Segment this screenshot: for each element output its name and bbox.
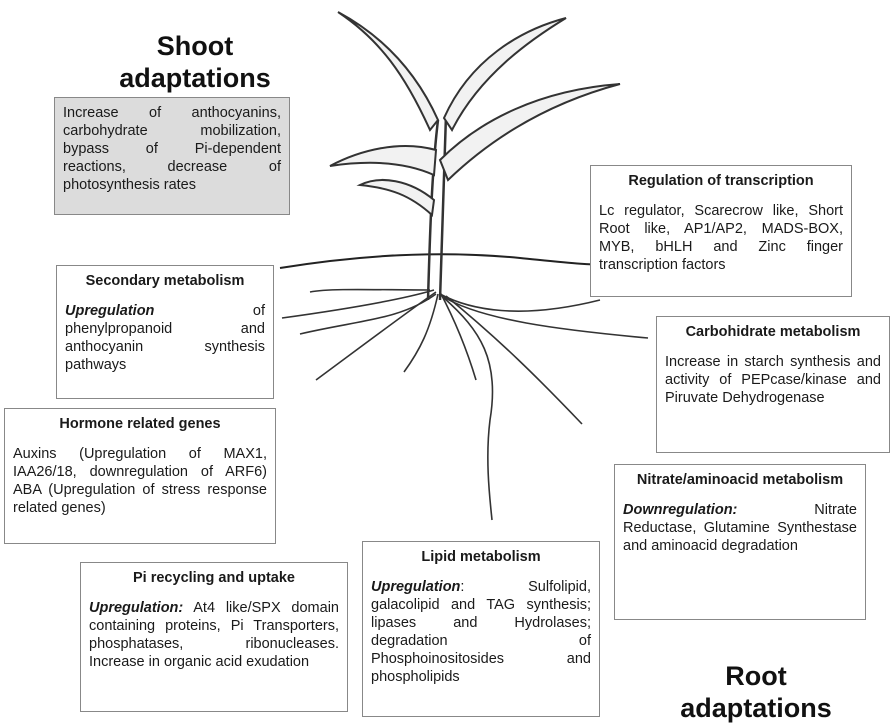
lipid-metabolism-title: Lipid metabolism xyxy=(371,548,591,566)
secondary-metabolism-title: Secondary metabolism xyxy=(65,272,265,290)
nitrate-metabolism-body: Downregulation: Nitrate Reductase, Gluta… xyxy=(623,501,857,555)
shoot-adaptations-box: Increase of anthocyanins, carbohydrate m… xyxy=(54,97,290,215)
hormone-body: Auxins (Upregulation of MAX1, IAA26/18, … xyxy=(13,445,267,517)
roots xyxy=(282,290,648,521)
shoot-heading-line1: Shoot xyxy=(110,30,280,62)
secondary-metabolism-body: Upregulation of phenylpropanoid and anth… xyxy=(65,302,265,374)
root-heading-line2: adaptations xyxy=(656,692,856,724)
lipid-metabolism-body: Upregulation: Sulfolipid, galacolipid an… xyxy=(371,578,591,686)
secondary-metabolism-box: Secondary metabolism Upregulation of phe… xyxy=(56,265,274,399)
hormone-box: Hormone related genes Auxins (Upregulati… xyxy=(4,408,276,544)
pi-emphasis: Upregulation: xyxy=(89,600,183,616)
lipid-metabolism-box: Lipid metabolism Upregulation: Sulfolipi… xyxy=(362,541,600,717)
nitrate-emphasis: Downregulation: xyxy=(623,502,737,518)
shoot-heading-line2: adaptations xyxy=(110,62,280,94)
transcription-body: Lc regulator, Scarecrow like, Short Root… xyxy=(599,202,843,274)
shoot-adaptations-text: Increase of anthocyanins, carbohydrate m… xyxy=(63,104,281,194)
pi-recycling-body: Upregulation: At4 like/SPX domain contai… xyxy=(89,599,339,671)
shoot-heading: Shoot adaptations xyxy=(110,30,280,94)
transcription-box: Regulation of transcription Lc regulator… xyxy=(590,165,852,297)
carbohydrate-metabolism-box: Carbohidrate metabolism Increase in star… xyxy=(656,316,890,453)
lipid-emphasis: Upregulation xyxy=(371,579,460,595)
nitrate-metabolism-box: Nitrate/aminoacid metabolism Downregulat… xyxy=(614,464,866,620)
nitrate-metabolism-title: Nitrate/aminoacid metabolism xyxy=(623,471,857,489)
pi-recycling-title: Pi recycling and uptake xyxy=(89,569,339,587)
root-heading-line1: Root xyxy=(656,660,856,692)
leaves xyxy=(330,12,620,215)
soil-line xyxy=(280,254,618,268)
transcription-title: Regulation of transcription xyxy=(599,172,843,190)
root-heading: Root adaptations xyxy=(656,660,856,724)
carbohydrate-metabolism-title: Carbohidrate metabolism xyxy=(665,323,881,341)
carbohydrate-metabolism-body: Increase in starch synthesis and activit… xyxy=(665,353,881,407)
pi-recycling-box: Pi recycling and uptake Upregulation: At… xyxy=(80,562,348,712)
secondary-metabolism-emphasis: Upregulation xyxy=(65,303,154,319)
hormone-title: Hormone related genes xyxy=(13,415,267,433)
